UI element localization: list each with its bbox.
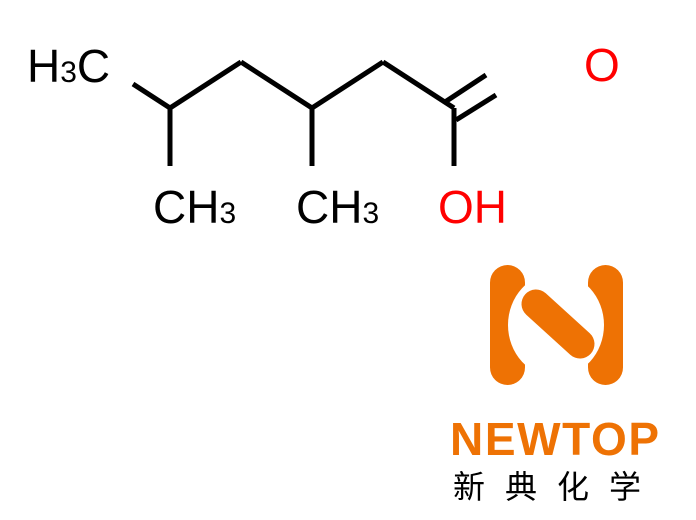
bond (168, 59, 243, 111)
double-bond-line (454, 92, 498, 123)
atom-label-ch3: CH3 (296, 181, 379, 233)
bond (131, 81, 172, 111)
atom-label-h3c: H3C (27, 40, 110, 92)
atom-label-oh: OH (438, 181, 507, 233)
bond (381, 59, 456, 111)
double-bond-line (443, 72, 488, 105)
bonds (131, 59, 498, 166)
brand-chinese-name: 新典化学 (453, 468, 661, 506)
bond (310, 59, 385, 111)
atom-label-ch3: CH3 (153, 181, 236, 233)
brand-name: NEWTOP (450, 413, 660, 465)
newtop-n-logo-icon (490, 265, 623, 385)
bond (239, 59, 314, 111)
atom-label-o: O (584, 39, 620, 91)
